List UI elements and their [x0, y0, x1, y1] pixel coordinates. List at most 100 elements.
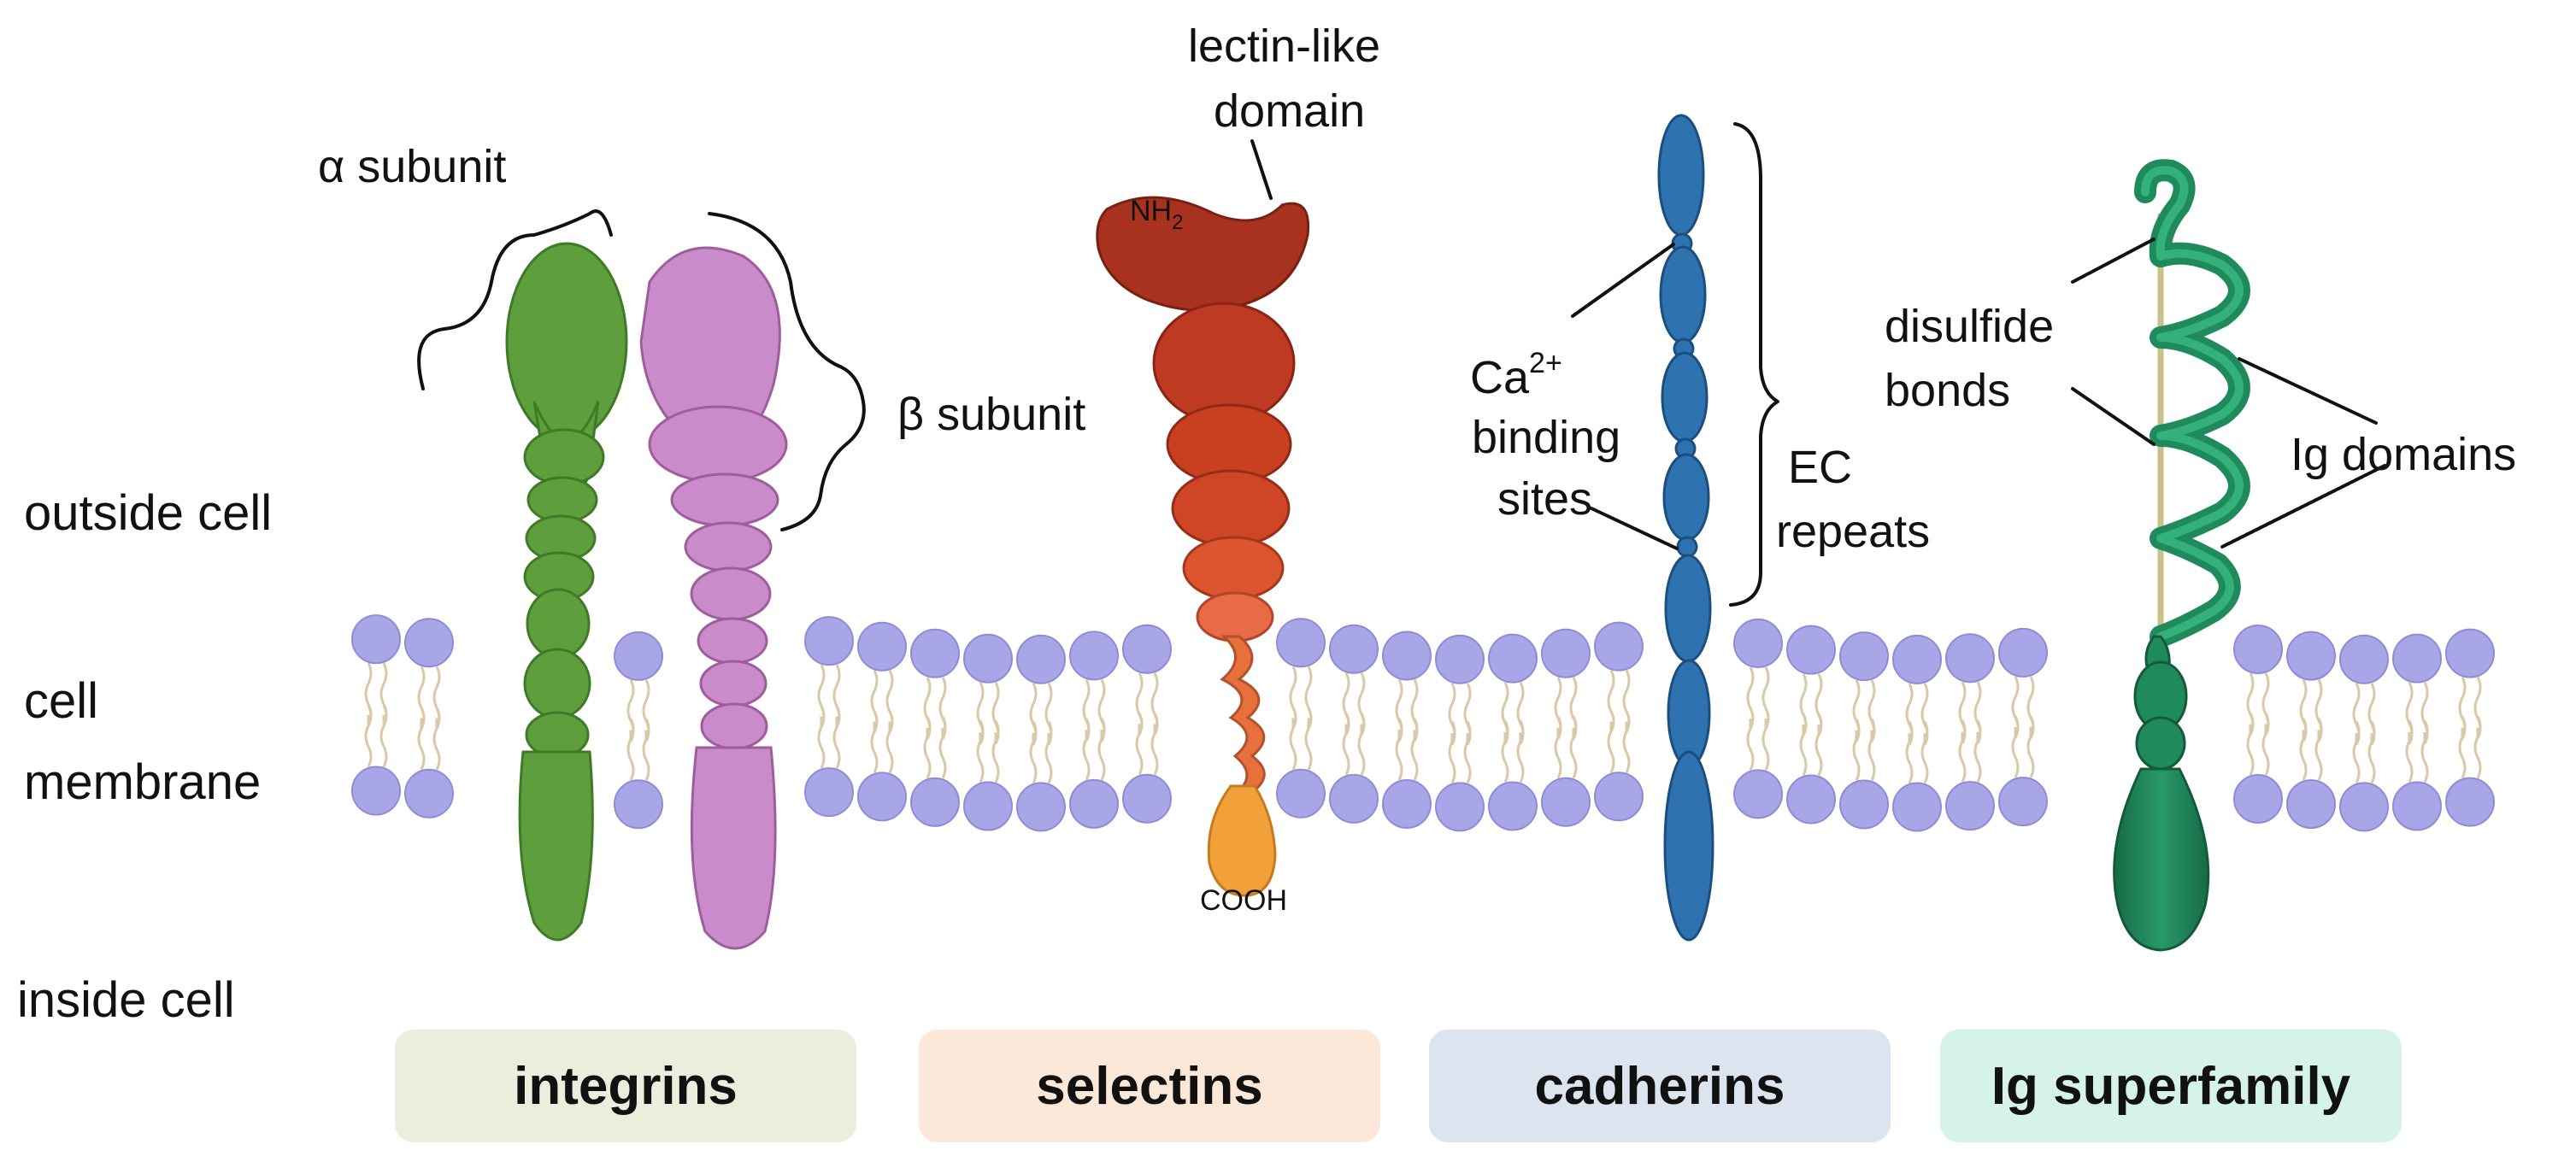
lipid-tail	[417, 666, 426, 771]
family-box-3	[1940, 1030, 2402, 1142]
ig-superfamily-protein	[2113, 159, 2250, 952]
lipid-tail	[1448, 683, 1456, 784]
ec-repeats-label-line1: EC	[1788, 442, 1852, 493]
lipid-tail	[2352, 683, 2361, 784]
lipid-head-inner	[1892, 782, 1942, 832]
lipid-tail	[991, 682, 1000, 783]
lipid-head-outer	[2339, 634, 2389, 684]
ca-binding-leader-bottom	[1590, 507, 1679, 550]
lipid-head-outer	[1329, 624, 1379, 674]
lipid-tail	[870, 670, 879, 774]
lipid-tail	[2314, 678, 2323, 781]
lipid-head-outer	[857, 621, 907, 672]
cadherin-protein	[1657, 114, 1714, 942]
lipid-tail	[1304, 666, 1313, 771]
ca-binding-label-line1: Ca2+	[1470, 347, 1562, 403]
family-label-1: selectins	[1036, 1057, 1262, 1116]
lipid-tail	[1554, 677, 1562, 779]
lipid-tail	[1289, 666, 1297, 771]
lipid-tail	[1607, 669, 1615, 773]
lipid-head-inner	[1488, 781, 1538, 831]
lipid-tail	[1097, 678, 1106, 781]
inside-cell-label: inside cell	[17, 972, 235, 1028]
lipid-head-inner	[404, 768, 454, 819]
lipid-head-inner	[1069, 778, 1119, 829]
lipid-tail	[1973, 681, 1982, 783]
disulfide-bonds-label-line2: bonds	[1885, 365, 2010, 416]
disulfide-leader-top	[2071, 238, 2155, 284]
lipid-tail	[1463, 683, 1472, 784]
ca-binding-leader-top	[1571, 243, 1675, 318]
lipid-tail	[432, 666, 441, 771]
lipid-tail	[1082, 678, 1091, 781]
lipid-head-inner	[1839, 779, 1889, 830]
family-box-0	[395, 1030, 856, 1142]
ec-repeats-bracket	[1729, 122, 1779, 607]
lipid-tail	[2026, 676, 2035, 778]
lipid-tail	[2473, 676, 2482, 779]
lipid-tail	[1029, 683, 1038, 784]
lipid-tail	[885, 670, 894, 774]
lipid-tail	[1867, 679, 1876, 782]
nh2-terminus-label: NH2	[1130, 195, 1183, 234]
lipid-tail	[1814, 673, 1823, 777]
lipid-tail	[2420, 681, 2429, 783]
lipid-tail	[2405, 681, 2414, 783]
family-label-0: integrins	[514, 1057, 738, 1116]
lipid-head-inner	[2445, 777, 2495, 827]
lipid-tail	[1342, 672, 1350, 776]
lipid-tail	[832, 664, 841, 769]
lipid-head-outer	[404, 618, 454, 668]
selectin-protein	[1096, 196, 1310, 897]
lectin-domain-label-line1: lectin-like	[1188, 21, 1380, 72]
lipid-head-outer	[1435, 634, 1485, 684]
lipid-head-inner	[1122, 773, 1172, 824]
disulfide-leader-bottom	[2071, 387, 2155, 446]
lipid-head-outer	[2286, 631, 2336, 681]
lipid-head-inner	[1541, 777, 1591, 827]
lipid-tail	[2246, 672, 2255, 776]
lipid-head-outer	[1786, 625, 1836, 675]
lipid-tail	[1920, 683, 1929, 784]
lectin-domain-label-line2: domain	[1214, 85, 1365, 137]
lipid-tail	[1746, 666, 1755, 771]
lipid-head-inner	[2233, 773, 2283, 824]
lipid-head-outer	[1488, 633, 1538, 684]
lipid-tail	[1569, 677, 1578, 779]
alpha-subunit-label: α subunit	[318, 141, 506, 192]
outside-cell-label: outside cell	[24, 485, 272, 541]
lipid-head-outer	[1016, 634, 1066, 684]
cooh-terminus-label: COOH	[1200, 884, 1287, 917]
cell-membrane-label-line2: membrane	[24, 754, 261, 810]
lipid-tail	[1958, 681, 1967, 783]
beta-subunit-label: β subunit	[897, 389, 1085, 440]
lipid-head-inner	[963, 781, 1013, 831]
lipid-head-outer	[910, 628, 960, 678]
lipid-head-inner	[1998, 777, 2048, 827]
lipid-head-inner	[2286, 779, 2336, 830]
lipid-head-outer	[2233, 624, 2283, 674]
lipid-head-inner	[2392, 781, 2442, 831]
ca-binding-label-line2: binding	[1472, 412, 1620, 463]
lipid-tail	[817, 664, 826, 769]
lipid-head-outer	[1069, 631, 1119, 681]
lipid-head-outer	[2445, 628, 2495, 678]
lipid-head-inner	[804, 767, 854, 818]
lipid-head-outer	[1733, 618, 1783, 668]
cell-membrane-label-line1: cell	[24, 673, 98, 729]
lipid-head-outer	[1276, 618, 1326, 668]
lipid-head-inner	[1016, 782, 1066, 832]
family-box-1	[919, 1030, 1380, 1142]
lipid-tail	[1799, 673, 1808, 777]
lipid-head-inner	[1945, 781, 1995, 831]
lipid-head-inner	[1382, 778, 1432, 829]
lipid-head-outer	[1541, 628, 1591, 678]
lipid-tail	[364, 662, 373, 768]
lipid-tail	[379, 662, 388, 768]
lipid-tail	[1905, 683, 1914, 784]
lipid-head-inner	[351, 766, 401, 816]
lipid-tail	[1852, 679, 1861, 782]
lipid-tail	[1410, 678, 1419, 781]
lipid-tail	[1150, 672, 1159, 776]
